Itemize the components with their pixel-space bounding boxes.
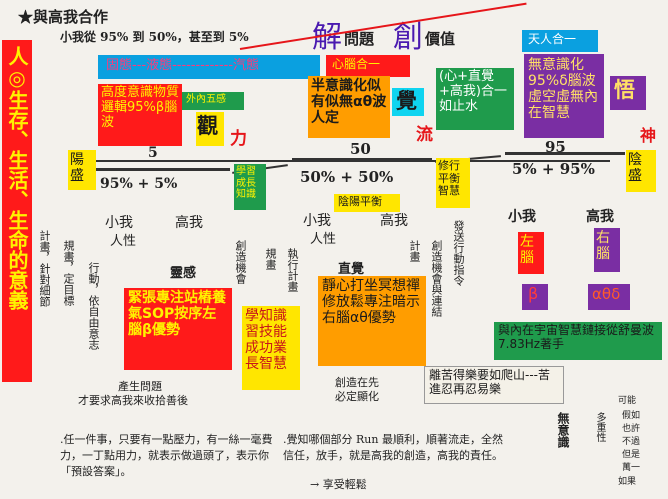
tick-95: 95 [545,138,566,156]
jue-box: 覺 [392,88,424,116]
col-plan: 計畫，針對細節 [38,230,51,307]
left-brain-box: 左腦 [518,232,544,274]
hard-easy-box: 離苦得樂要如爬山---苦進忍再忍易樂 [424,366,564,404]
yin-yang-box: 陰陽平衡 [334,194,400,212]
problem-line-2: 才要求高我來收拾善後 [78,394,188,407]
tianren-box: 天人合一 [522,30,598,52]
stage1-high-self: 高我 [175,215,203,231]
high-conscious-box: 高度意識物質邏輯95%β腦波 [98,84,182,146]
note-paragraph-2: .覺知哪個部分 Run 最順利，順著流走，全然信任，放手，就是高我的創造，高我的… [283,433,503,462]
states-box: 固態---液態-------------汽態 [98,55,320,79]
cosmic-box: 與內在宇宙智慧鏈接從舒曼波7.83Hz著手 [494,322,662,360]
stage3-small-self: 小我 [508,209,536,225]
col-develop: 發送行動指令 [452,220,465,286]
xinnao-box: 心腦合一 [326,55,410,77]
option-1: 假如 [622,411,641,421]
right-brain-box: 右腦 [594,228,620,272]
option-4: 但是 [622,450,641,460]
multiplicity: 多重性 [594,412,605,442]
book-title: ★與高我合作 [18,8,109,26]
practice-box: 修行平衡智慧 [436,158,470,208]
learn-list-box: 學知識習技能成功業長智慧 [242,306,300,390]
beta-box: β [522,284,548,310]
connector-line [239,2,527,50]
tension-box: 緊張專注站樁養氣SOP按序左腦β優勢 [124,288,232,370]
stage1-humanity: 人性 [110,234,137,249]
tick-50: 50 [350,140,371,158]
option-3: 不過 [622,437,641,447]
option-0: 可能 [618,396,637,406]
liu-char: 流 [416,125,433,145]
col-create2: 創造機會與連結 [430,240,443,317]
alpha-theta-delta-box: αθδ [588,284,630,310]
option-2: 也許 [622,424,641,434]
yin-sheng-box: 陰盛 [626,150,656,192]
option-6: 如果 [618,477,637,487]
guan-box: 觀 [196,112,224,146]
create-suffix: 價值 [425,30,456,48]
ratio-line-2 [292,158,432,161]
li-char: 力 [230,129,247,149]
wu-yi-shi: 無意識 [556,412,570,448]
stage3-ratio: 5% + 95% [512,160,595,178]
col-rule2: 規畫 [264,248,277,270]
he-yi-box: (心+直覺+高我)合一如止水 [436,68,514,130]
learn-box: 學習成長知識 [234,164,266,210]
ling-gan: 靈感 [170,266,197,281]
create-line-1: 創造在先 [335,376,379,389]
book-subtitle: 小我從 95% 到 50%，甚至到 5% [60,30,249,44]
col-create: 創造機會 [234,240,247,284]
problem-line-1: 產生問題 [118,380,162,393]
stage2-humanity: 人性 [310,232,337,247]
top-ruler [90,160,610,162]
ratio-line-1 [90,168,230,171]
stage2-ratio: 50% + 50% [300,168,394,186]
col-act: 行動，依自由意志 [87,262,100,350]
calm-box: 靜心打坐冥想禪修放鬆專注暗示右腦αθ優勢 [318,276,426,366]
unconscious-box: 無意識化95%δ腦波虛空虛無內在智慧 [524,54,604,138]
note-paragraph-1: .任一件事，只要有一點壓力，有一絲一毫費力，一丁點用力，就表示做過頭了，表示你「… [60,433,273,478]
zhi-jue: 直覺 [338,262,365,277]
semi-conscious-box: 半意識化似有似無αθ波人定 [308,76,390,138]
wu-box: 悟 [610,76,646,110]
stage2-high-self: 高我 [380,213,408,229]
ratio-line-3 [505,152,625,155]
shen-char: 神 [640,126,657,145]
create-char: 創 [393,20,423,55]
wai-nei-box: 外內五感 [182,92,244,110]
col-exec: 執行計畫 [286,248,299,292]
stage2-small-self: 小我 [303,213,331,229]
stage3-high-self: 高我 [586,209,614,225]
stage1-small-self: 小我 [105,215,133,231]
create-line-2: 必定顯化 [335,390,379,403]
tick-5: 5 [148,145,158,161]
solve-suffix: 問題 [344,30,375,48]
note-paragraph-2-end: → 享受輕鬆 [310,478,367,491]
col-plan2: 計畫 [408,240,421,262]
side-title: 人◎生存、生活、生命的意義 [2,40,32,382]
yang-sheng-box: 陽盛 [68,150,96,190]
stage1-ratio: 95% + 5% [100,176,178,192]
col-rules: 規畫，定目標 [62,240,75,306]
option-5: 萬一 [622,463,641,473]
